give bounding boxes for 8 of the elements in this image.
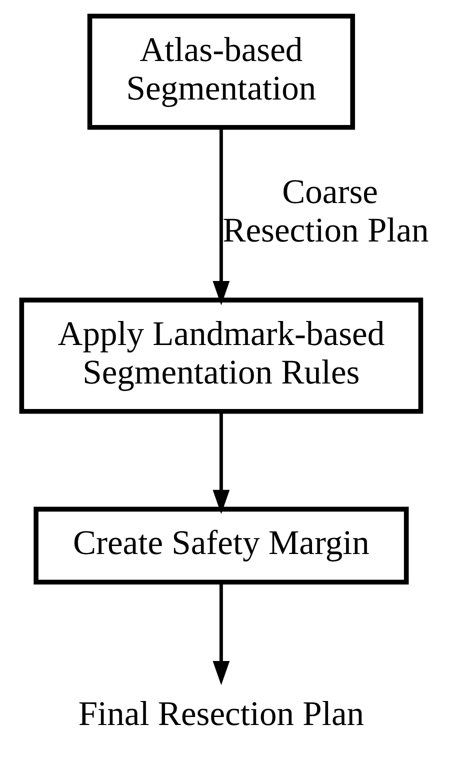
arrow <box>212 128 230 306</box>
node-box: Apply Landmark-based Segmentation Rules <box>19 298 424 414</box>
arrow <box>212 582 230 686</box>
edge-label: Coarse Resection Plan <box>222 173 429 250</box>
node-box: Atlas-based Segmentation <box>87 14 356 130</box>
node-box: Create Safety Margin <box>34 506 409 584</box>
arrow <box>212 411 230 514</box>
node-text: Final Resection Plan <box>78 694 364 733</box>
